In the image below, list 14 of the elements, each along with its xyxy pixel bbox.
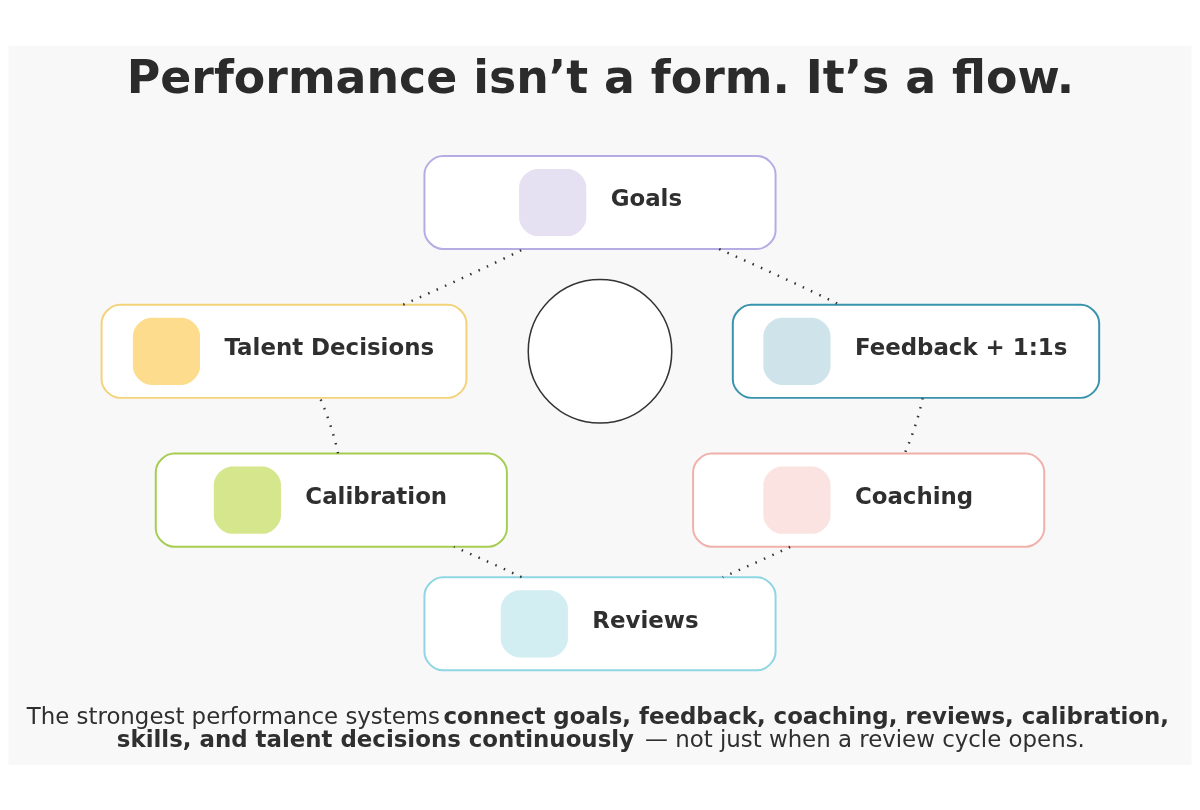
node-box: Reviews xyxy=(423,575,777,671)
node-box: Feedback + 1:1s xyxy=(731,303,1101,399)
connector xyxy=(722,545,791,578)
node-box: Talent Decisions xyxy=(100,303,468,399)
node-box: Coaching xyxy=(692,452,1046,548)
connector xyxy=(453,545,523,578)
caption: The strongest performance systems connect goals, feedback, coaching, reviews, calibration, skills, and talent decisions continuously — not just when a review cycle opens. xyxy=(26,702,1169,752)
connector xyxy=(318,397,340,454)
connector xyxy=(903,397,924,454)
connector xyxy=(718,247,840,306)
node-box: Calibration xyxy=(154,452,508,548)
node-circle xyxy=(527,278,673,424)
node-box: Goals xyxy=(423,154,777,250)
diagram-title: Performance isn’t a form. It’s a flow. xyxy=(126,49,1075,104)
